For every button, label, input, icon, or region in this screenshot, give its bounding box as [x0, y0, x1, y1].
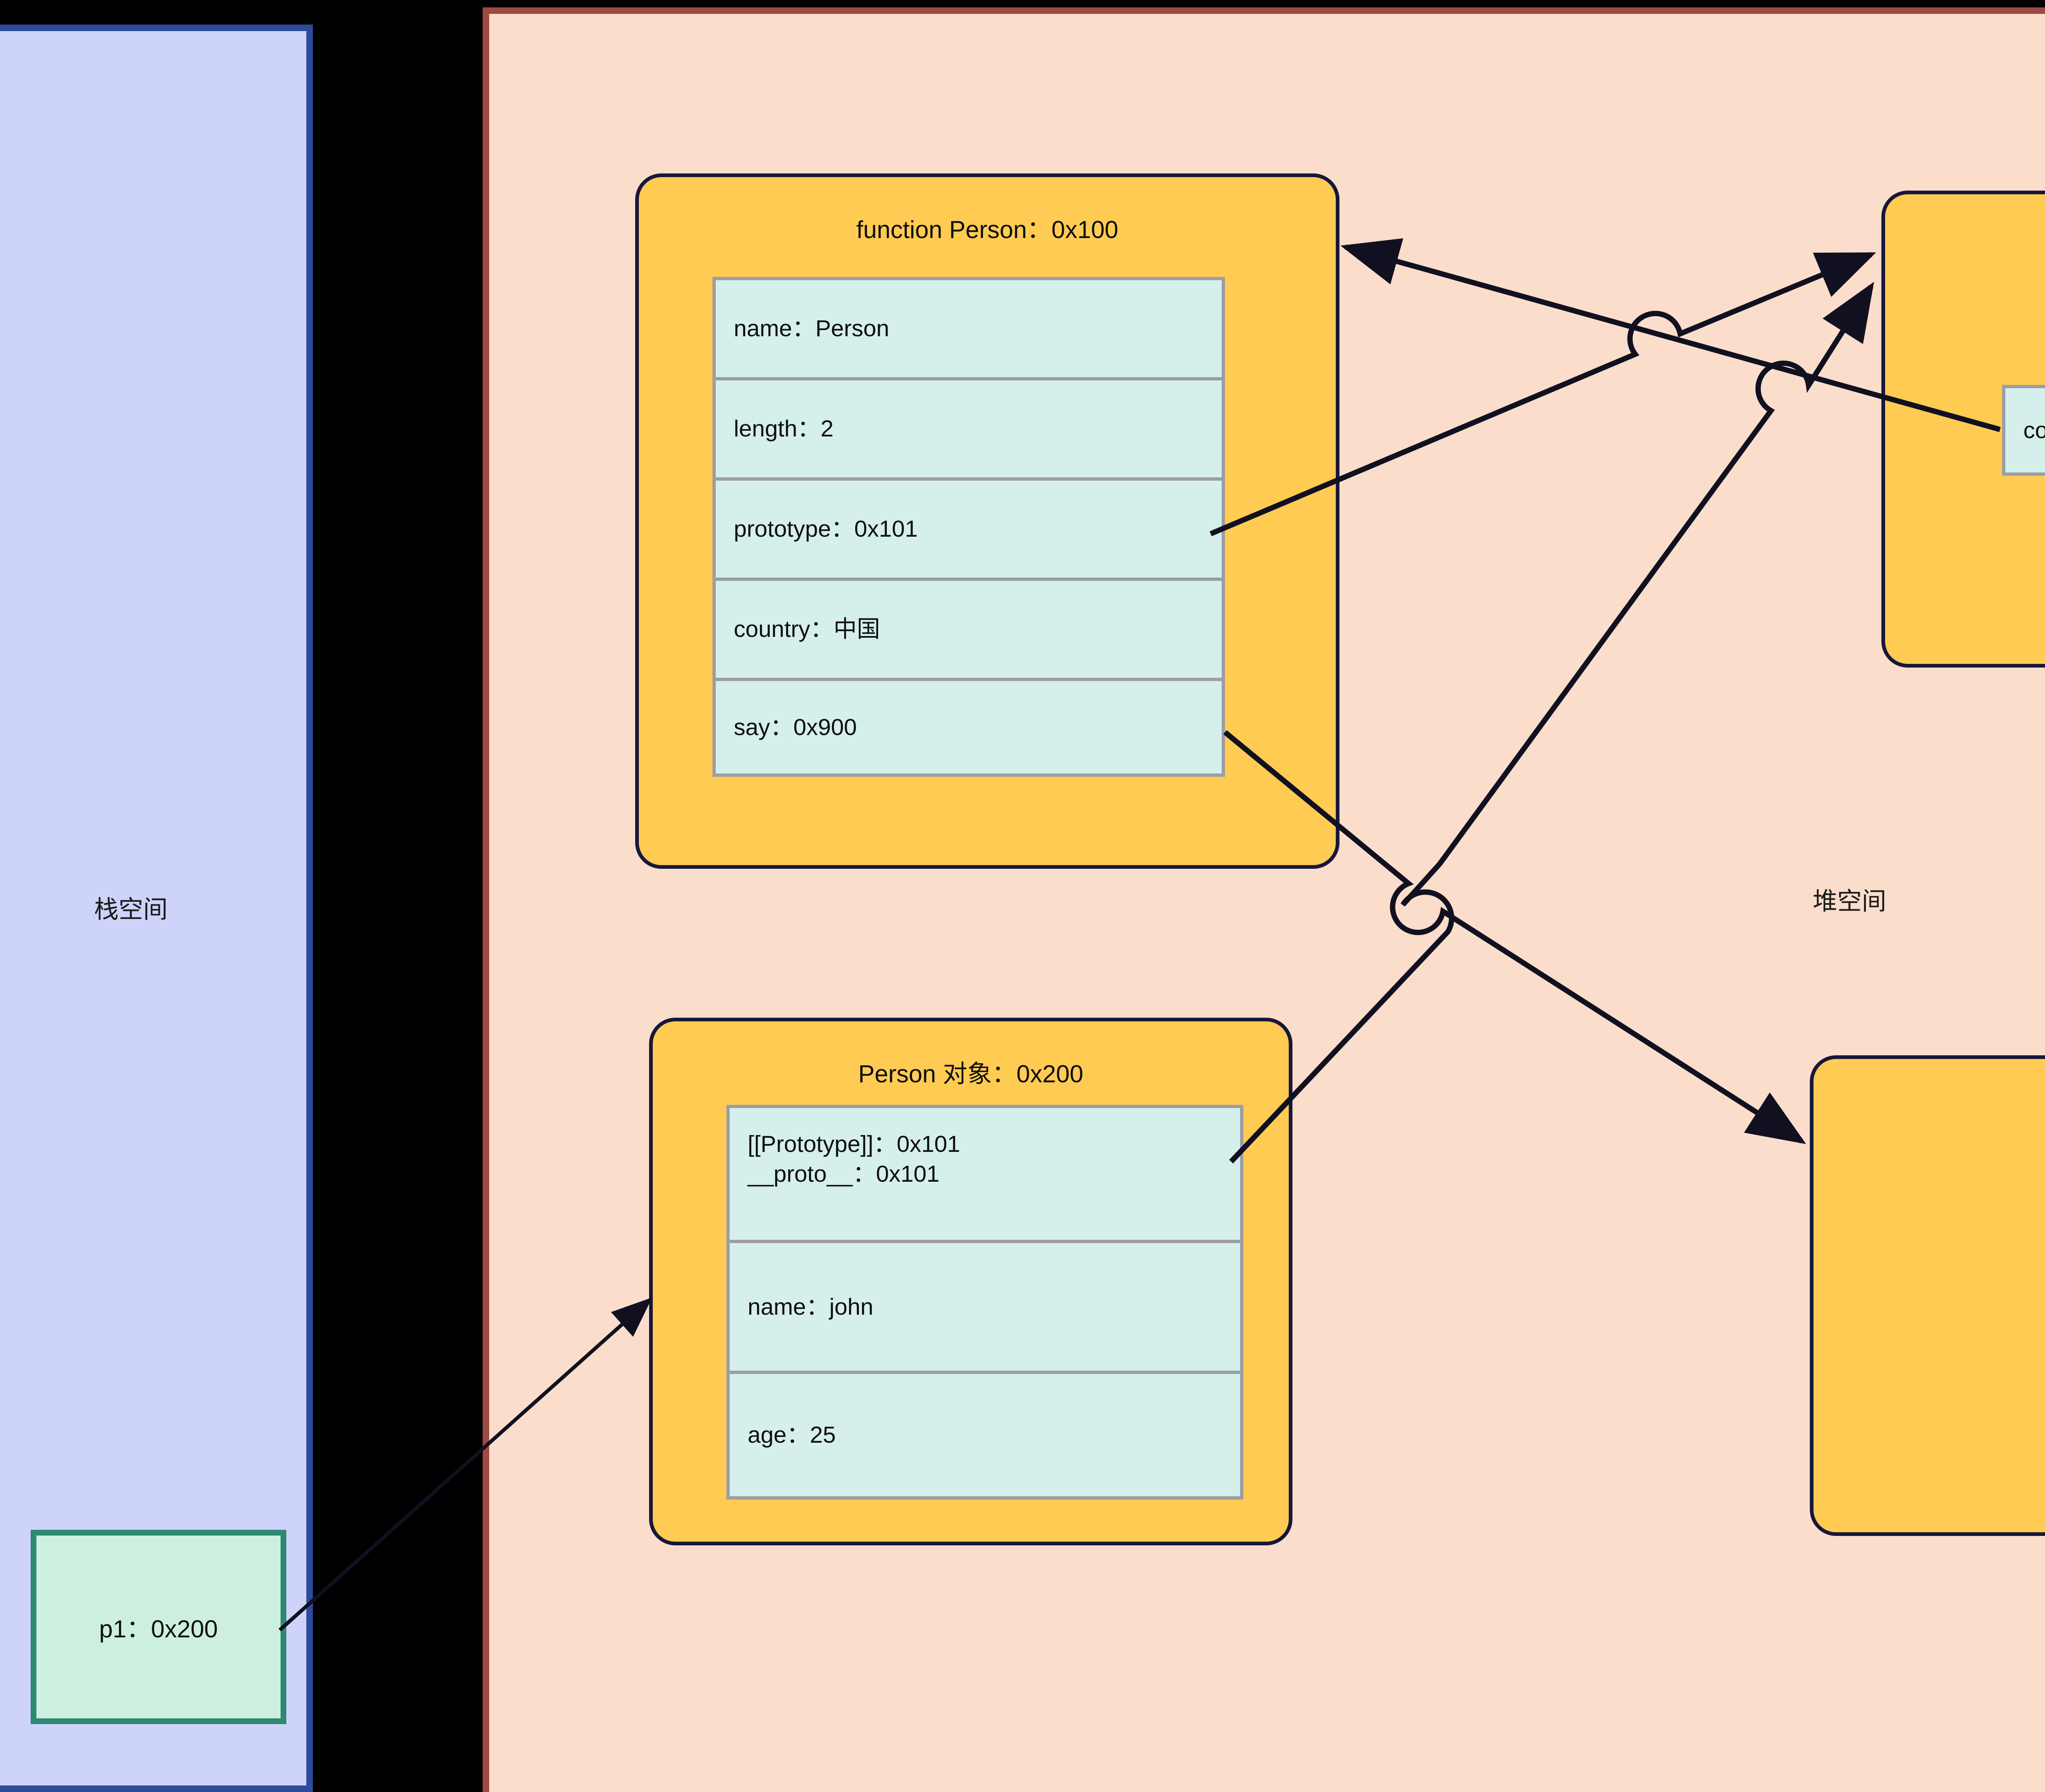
property-row-constructor: constructor：0x100 [2005, 388, 2045, 472]
heap-object-say-method-title: say 方法：0x900 [1814, 1094, 2045, 1129]
property-row-proto: [[Prototype]]：0x101 __proto__：0x101 [730, 1108, 1240, 1243]
property-row-country: country：中国 [716, 581, 1222, 681]
property-table-function-person: name：Person length：2 prototype：0x101 cou… [712, 277, 1225, 777]
heap-object-person-prototype-title: Person 函数的原型对象：0x101 [1885, 225, 2045, 261]
property-row-instance-age: age：25 [730, 1374, 1240, 1496]
property-row-name: name：Person [716, 280, 1222, 380]
stack-slot-p1-label: p1：0x200 [99, 1615, 218, 1643]
property-table-person-prototype: constructor：0x100 [2002, 385, 2045, 476]
property-table-person-instance: [[Prototype]]：0x101 __proto__：0x101 name… [726, 1105, 1243, 1500]
property-row-instance-name: name：john [730, 1243, 1240, 1374]
stack-region [0, 25, 313, 1792]
stack-region-label: 栈空间 [94, 896, 168, 923]
heap-object-function-person-title: function Person：0x100 [856, 216, 1119, 243]
property-row-prototype: prototype：0x101 [716, 481, 1222, 581]
property-row-length: length：2 [716, 380, 1222, 481]
heap-object-say-method[interactable]: say 方法：0x900 [1810, 1055, 2045, 1536]
property-row-say: say：0x900 [716, 681, 1222, 773]
stack-slot-p1[interactable]: p1：0x200 [31, 1530, 286, 1724]
heap-region-label: 堆空间 [1813, 888, 1886, 915]
heap-object-person-instance-title: Person 对象：0x200 [858, 1060, 1083, 1088]
